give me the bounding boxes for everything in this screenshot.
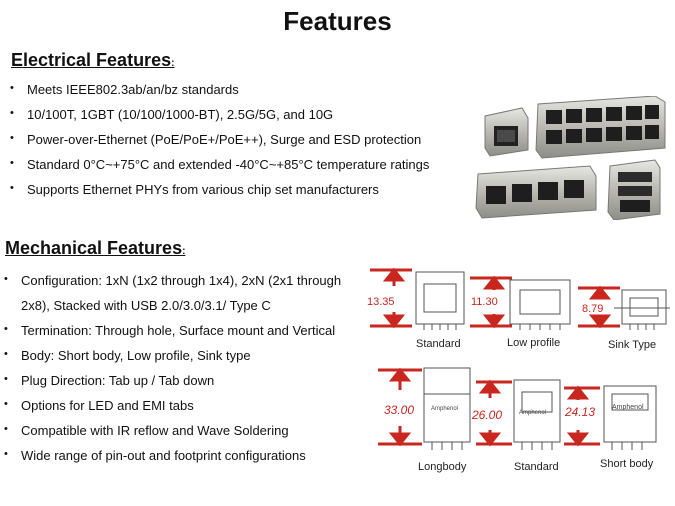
longbody-outline bbox=[423, 367, 471, 450]
quad-jack-image bbox=[475, 165, 597, 219]
standard-outline bbox=[415, 271, 465, 330]
list-item: • 10/100T, 1GBT (10/100/1000-BT), 2.5G/5G… bbox=[10, 107, 429, 132]
bullet-glyph: • bbox=[4, 398, 8, 410]
bullet-glyph: • bbox=[10, 107, 14, 119]
electrical-heading: Electrical Features: bbox=[11, 50, 174, 71]
list-item-text: Body: Short body, Low profile, Sink type bbox=[21, 348, 251, 363]
list-item: • Wide range of pin-out and footprint con… bbox=[4, 448, 341, 473]
dimension-value: 26.00 bbox=[472, 408, 503, 422]
list-item-text: Options for LED and EMI tabs bbox=[21, 398, 194, 413]
list-item: • Options for LED and EMI tabs bbox=[4, 398, 341, 423]
list-item-text: 10/100T, 1GBT (10/100/1000-BT), 2.5G/5G,… bbox=[27, 107, 334, 122]
rj45-connectors-photo bbox=[475, 96, 666, 220]
brand-logo: Amphenol bbox=[612, 404, 644, 411]
stacked-jack-image bbox=[535, 96, 666, 159]
electrical-list: • Meets IEEE802.3ab/an/bz standards • 10/1… bbox=[10, 82, 429, 207]
mechanical-heading-colon: : bbox=[182, 246, 186, 257]
list-item-text: Compatible with IR reflow and Wave Solde… bbox=[21, 423, 289, 438]
list-item-text: Power-over-Ethernet (PoE/PoE+/PoE++), Su… bbox=[27, 132, 422, 147]
bullet-glyph: • bbox=[10, 132, 14, 144]
list-item-continuation: 2x8), Stacked with USB 2.0/3.0/3.1/ Type… bbox=[4, 298, 341, 323]
brand-logo: Amphenol bbox=[431, 406, 459, 412]
list-item: • Termination: Through hole, Surface moun… bbox=[4, 323, 341, 348]
standard-body-outline bbox=[513, 379, 561, 450]
mechanical-heading: Mechanical Features: bbox=[5, 238, 185, 259]
page-title: Features bbox=[283, 6, 392, 36]
usb-stacked-jack-image bbox=[607, 159, 661, 220]
list-item: • Configuration: 1xN (1x2 through 1x4), 2… bbox=[4, 273, 341, 298]
list-item: • Power-over-Ethernet (PoE/PoE+/PoE++), S… bbox=[10, 132, 429, 157]
body-length-diagram bbox=[378, 367, 657, 450]
diagram-label: Longbody bbox=[418, 461, 467, 473]
list-item: • Body: Short body, Low profile, Sink typ… bbox=[4, 348, 341, 373]
list-item: • Plug Direction: Tab up / Tab down bbox=[4, 373, 341, 398]
list-item-text: Supports Ethernet PHYs from various chip… bbox=[27, 182, 379, 197]
list-item: • Meets IEEE802.3ab/an/bz standards bbox=[10, 82, 429, 107]
bullet-glyph: • bbox=[4, 373, 8, 385]
bullet-glyph: • bbox=[10, 182, 14, 194]
list-item: • Supports Ethernet PHYs from various chi… bbox=[10, 182, 429, 207]
sink-type-outline bbox=[614, 289, 670, 330]
bullet-glyph: • bbox=[10, 157, 14, 169]
list-item-text: Standard 0°C~+75°C and extended -40°C~+8… bbox=[27, 157, 430, 172]
list-item: • Standard 0°C~+75°C and extended -40°C~+… bbox=[10, 157, 429, 182]
mechanical-heading-text: Mechanical Features bbox=[5, 238, 183, 258]
list-item: • Compatible with IR reflow and Wave Sold… bbox=[4, 423, 341, 448]
dimension-value: 13.35 bbox=[367, 296, 395, 308]
bullet-glyph: • bbox=[4, 448, 8, 460]
brand-logo: Amphenol bbox=[519, 410, 547, 416]
list-item-text: Wide range of pin-out and footprint conf… bbox=[21, 448, 306, 463]
low-profile-outline bbox=[509, 279, 571, 330]
length-arrow-short-body bbox=[564, 385, 600, 447]
bullet-glyph: • bbox=[4, 348, 8, 360]
diagram-label: Low profile bbox=[507, 337, 561, 349]
dimension-value: 8.79 bbox=[582, 303, 604, 315]
height-arrow-standard bbox=[370, 267, 412, 329]
dimension-value: 33.00 bbox=[384, 403, 415, 417]
list-item-text: Termination: Through hole, Surface mount… bbox=[21, 323, 336, 338]
mechanical-list: • Configuration: 1xN (1x2 through 1x4), 2… bbox=[4, 273, 341, 473]
length-arrow-longbody bbox=[378, 367, 422, 447]
dimension-value: 24.13 bbox=[565, 405, 596, 419]
electrical-heading-colon: : bbox=[171, 58, 175, 69]
dimension-value: 11.30 bbox=[471, 296, 498, 308]
list-item-text: Configuration: 1xN (1x2 through 1x4), 2x… bbox=[21, 273, 342, 288]
profile-height-diagram bbox=[370, 267, 670, 330]
electrical-heading-text: Electrical Features bbox=[11, 50, 172, 70]
short-body-outline bbox=[603, 385, 657, 450]
diagram-label: Standard bbox=[514, 461, 559, 473]
list-item-text: 2x8), Stacked with USB 2.0/3.0/3.1/ Type… bbox=[21, 298, 271, 313]
height-arrow-sink-type bbox=[578, 285, 620, 329]
bullet-glyph: • bbox=[4, 273, 8, 285]
list-item-text: Plug Direction: Tab up / Tab down bbox=[21, 373, 215, 388]
bullet-glyph: • bbox=[10, 82, 14, 94]
single-jack-image bbox=[484, 107, 529, 157]
diagram-label: Standard bbox=[416, 338, 461, 350]
diagram-label: Short body bbox=[600, 458, 654, 470]
list-item-text: Meets IEEE802.3ab/an/bz standards bbox=[27, 82, 239, 97]
bullet-glyph: • bbox=[4, 323, 8, 335]
length-arrow-standard bbox=[476, 379, 512, 447]
height-arrow-low-profile bbox=[470, 275, 512, 329]
bullet-glyph: • bbox=[4, 423, 8, 435]
diagram-label: Sink Type bbox=[608, 339, 657, 351]
